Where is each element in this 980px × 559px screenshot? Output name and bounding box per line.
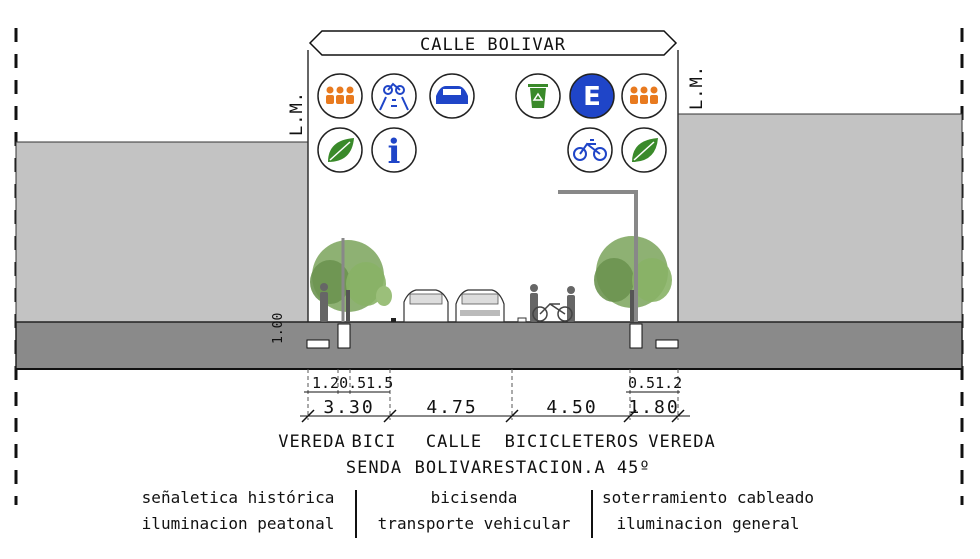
dim-tick-marks [301, 409, 685, 423]
lm-label-right: L.M. [687, 65, 707, 110]
dimension-guides [307, 369, 679, 420]
dim-calle: 4.75 [426, 397, 477, 418]
car-icon [429, 73, 475, 119]
left-post-footing [337, 323, 351, 349]
right-tree [594, 236, 672, 322]
bike-lane-icon [371, 73, 417, 119]
dim-bicicleteros: 4.50 [546, 397, 597, 418]
person-left [320, 283, 328, 322]
dim-vereda-right: 1.80 [628, 397, 679, 418]
zone-label-bici: BICI [352, 432, 397, 452]
right-cable-duct [655, 339, 679, 349]
person-middle [530, 284, 538, 322]
zone-label-estacion: ESTACION.A 45º [493, 458, 650, 478]
people-icon [317, 73, 363, 119]
footer-col3-line2: iluminacion general [616, 514, 799, 533]
small-dims-right: 0.51.2 [628, 374, 682, 392]
zone-label-calle: CALLE [426, 432, 482, 452]
ground-section [15, 321, 963, 370]
footer-col1-line1: señaletica histórica [142, 488, 335, 507]
zone-label-bicicleteros: BICICLETEROS [505, 432, 640, 452]
title-text: CALLE BOLIVAR [420, 35, 566, 55]
people-icon [621, 73, 667, 119]
left-building [15, 141, 309, 323]
left-tree [310, 240, 386, 322]
car-rear-view [455, 289, 505, 323]
right-post-footing [629, 323, 643, 349]
title-banner [308, 30, 678, 56]
zone-label-bolivar: BOLIVAR [415, 458, 494, 478]
footer-col2-line1: bicisenda [431, 488, 518, 507]
info-sign-letter: i [388, 132, 401, 172]
footer-col2-line2: transporte vehicular [378, 514, 571, 533]
lm-label-left: L.M. [287, 91, 307, 136]
info-icon: i [371, 127, 417, 173]
small-dims-left: 1.20.51.5 [312, 374, 393, 392]
left-cable-duct [306, 339, 330, 349]
zone-label-vereda-right: VEREDA [648, 432, 715, 452]
zone-label-senda: SENDA [346, 458, 402, 478]
bicycle-drawing [532, 303, 573, 322]
parking-icon: E [569, 73, 615, 119]
bike-lane-separator [391, 318, 396, 322]
bike-rack [517, 317, 527, 323]
bicycle-icon [567, 127, 613, 173]
leaf-icon [317, 127, 363, 173]
sidewalk-height-label: 1.00 [271, 313, 286, 344]
parking-sign-letter: E [583, 82, 601, 112]
leaf-icon [621, 127, 667, 173]
person-right [567, 286, 575, 322]
recycle-bin-icon [515, 73, 561, 119]
zone-label-vereda-left: VEREDA [278, 432, 345, 452]
footer-col3-line1: soterramiento cableado [602, 488, 814, 507]
car-front-view [403, 289, 449, 323]
small-shrub [376, 286, 392, 306]
right-building [677, 113, 963, 323]
dim-vereda-left: 3.30 [323, 397, 374, 418]
footer-col1-line2: iluminacion peatonal [142, 514, 335, 533]
